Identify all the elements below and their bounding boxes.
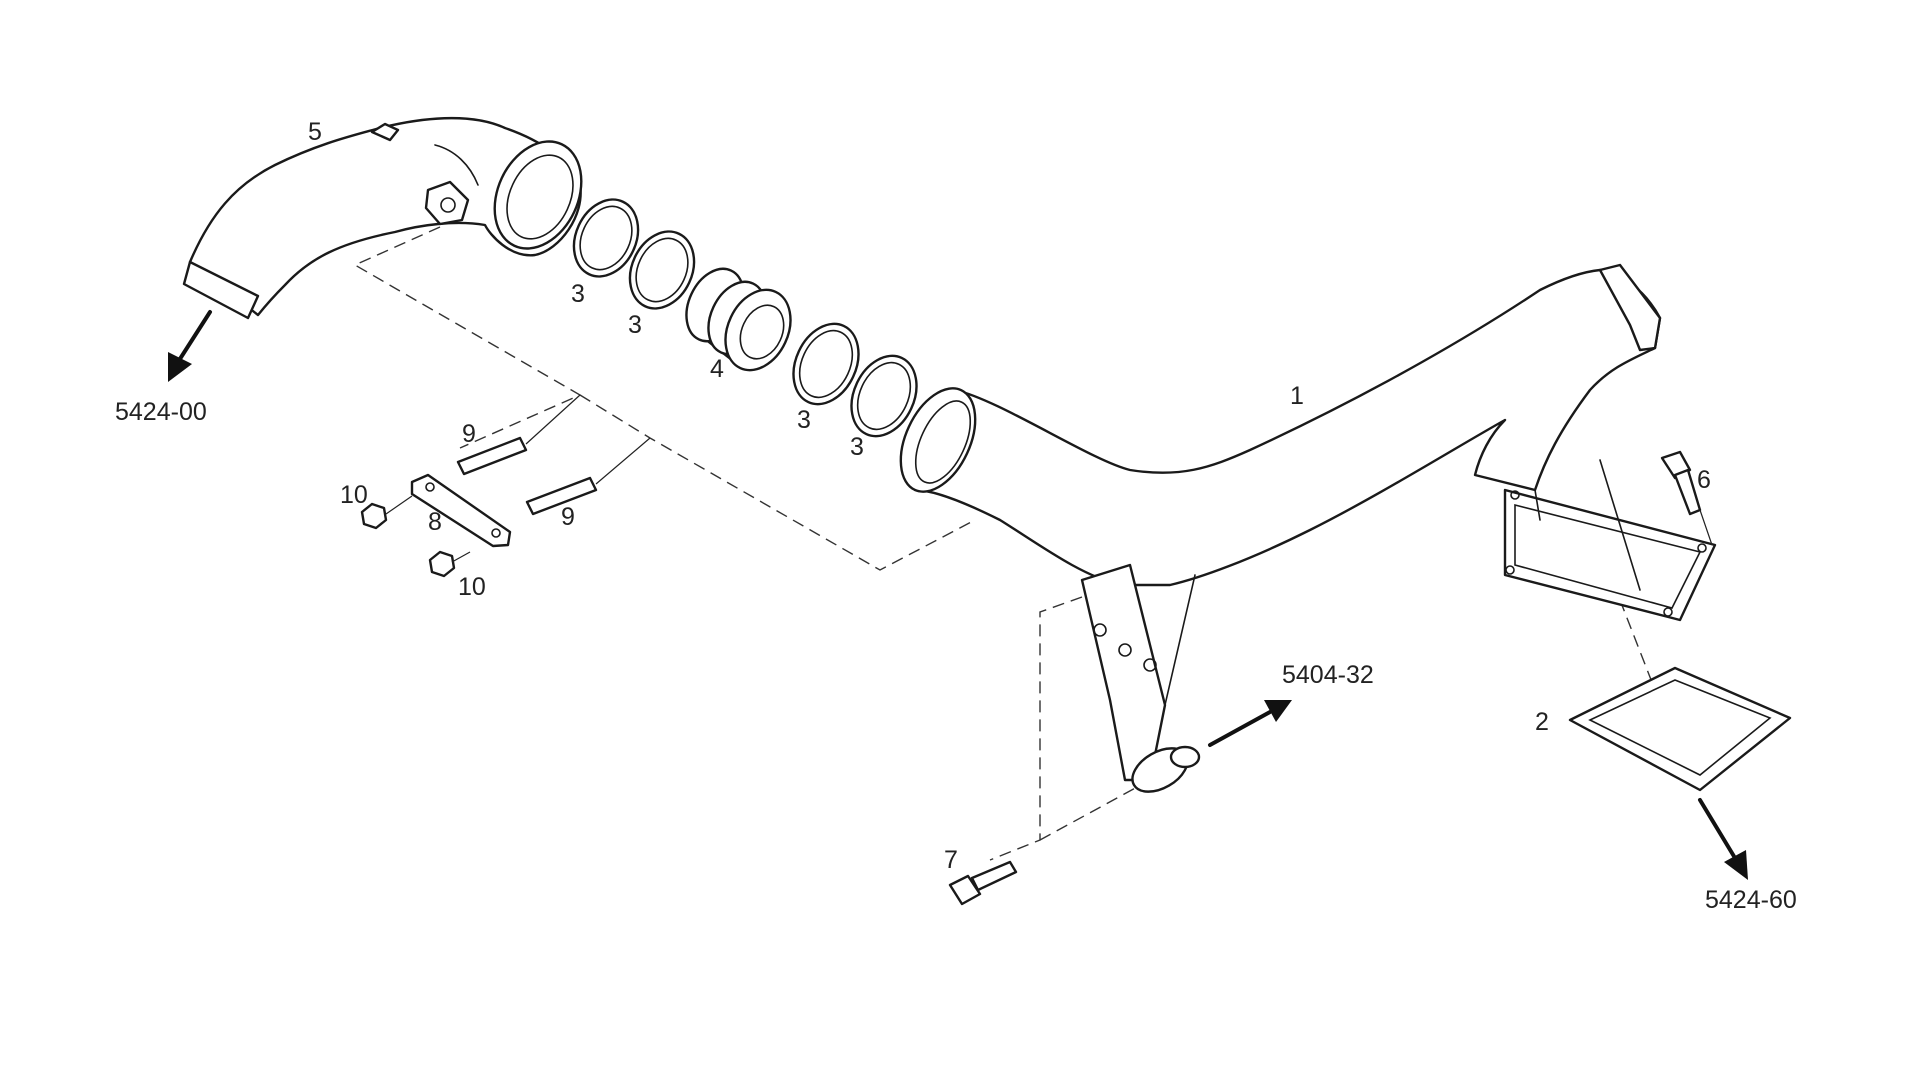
reference-5424-60: 5424-60 xyxy=(1705,886,1797,914)
part-4-coupling-sleeve xyxy=(685,267,792,372)
arrow-to-ref-5404-32 xyxy=(1208,700,1292,747)
reference-5424-00: 5424-00 xyxy=(115,398,207,426)
callout-1: 1 xyxy=(1290,382,1304,410)
part-3-seal-ring-c xyxy=(792,322,860,406)
callout-4: 4 xyxy=(710,355,724,383)
part-7-bolt xyxy=(948,860,1018,906)
part-5-intake-pipe xyxy=(182,116,583,320)
callout-3: 3 xyxy=(797,406,811,434)
callout-2: 2 xyxy=(1535,708,1549,736)
part-10-nut-upper xyxy=(360,495,413,530)
part-1-y-pipe xyxy=(899,263,1717,793)
part-9-stud-lower xyxy=(525,437,651,516)
arrow-to-ref-5424-00 xyxy=(168,310,212,382)
part-6-bolt xyxy=(1660,450,1713,546)
callout-5: 5 xyxy=(308,118,322,146)
reference-5404-32: 5404-32 xyxy=(1282,661,1374,689)
callout-7: 7 xyxy=(944,846,958,874)
callout-3: 3 xyxy=(850,433,864,461)
callout-8: 8 xyxy=(428,508,442,536)
callout-10: 10 xyxy=(340,481,368,509)
part-3-seal-ring-b xyxy=(628,230,696,310)
callout-3: 3 xyxy=(571,280,585,308)
callout-3: 3 xyxy=(628,311,642,339)
part-2-gasket xyxy=(1568,666,1792,792)
callout-labels: 1 2 3 3 3 3 4 5 6 7 8 9 9 10 10 xyxy=(308,118,1711,874)
callout-6: 6 xyxy=(1697,466,1711,494)
arrow-to-ref-5424-60 xyxy=(1698,798,1748,880)
part-8-plate xyxy=(410,473,512,548)
part-3-seal-ring-d xyxy=(850,354,918,438)
callout-9: 9 xyxy=(462,420,476,448)
callout-10: 10 xyxy=(458,573,486,601)
part-10-nut-lower xyxy=(428,550,471,578)
reference-labels: 5424-00 5404-32 5424-60 xyxy=(115,398,1797,914)
part-3-seal-ring-a xyxy=(572,198,640,278)
part-9-stud-upper xyxy=(456,394,581,476)
callout-9: 9 xyxy=(561,503,575,531)
